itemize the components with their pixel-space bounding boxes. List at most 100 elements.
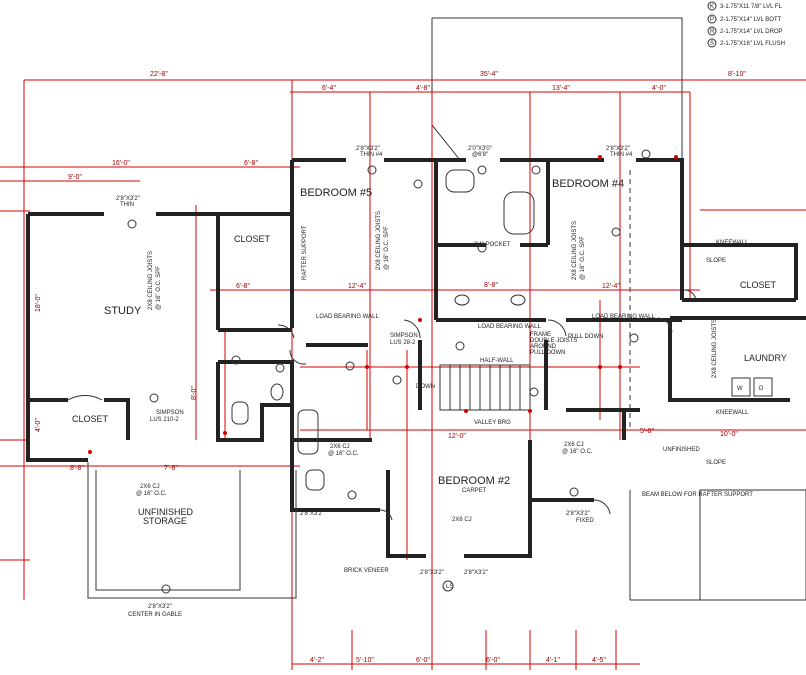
- kneewall-label-1: KNEEWALL: [716, 240, 749, 246]
- toilet-icon: [231, 401, 249, 425]
- sink-icon: [454, 294, 470, 306]
- washer-label: W: [737, 386, 743, 392]
- dim-8-10: 8'-10": [728, 71, 746, 78]
- tag-b: [127, 219, 137, 229]
- header-bath-sub: @6'8": [472, 152, 488, 158]
- room-study: STUDY: [104, 305, 142, 317]
- stair-down-label: DOWN: [416, 384, 435, 390]
- pocket-door-label: 2'4" POCKET: [474, 242, 511, 248]
- load-bearing-wall-left: LOAD BEARING WALL: [316, 314, 379, 320]
- interior-dimensions: 6'-8" 12'-4" 12'-4" 8'-8" 12'-0" 10'-0" …: [35, 282, 738, 472]
- ceiling-joist-label-3: 2X6 CJ: [140, 484, 160, 490]
- dim-left-8-8: 8'-8": [70, 465, 84, 472]
- dim-study-8-0: 8'-0": [191, 386, 198, 400]
- legend-key-k: K: [710, 4, 714, 10]
- legend-key-p: P: [710, 17, 714, 23]
- dim-bottom-2: 5'-10": [356, 657, 374, 664]
- bathtub-icon: [297, 409, 319, 455]
- room-bedroom-2: BEDROOM #2: [438, 475, 510, 487]
- sink-icon: [270, 383, 284, 401]
- ceiling-joist-label-1: 2X6 CJ: [330, 444, 350, 450]
- tag-b: [413, 179, 423, 189]
- tag-c: [392, 375, 402, 385]
- dim-closet-4-0: 4'-0": [35, 418, 42, 432]
- room-unfinished-right: UNFINISHED: [663, 447, 700, 453]
- legend-tag-p: [707, 14, 717, 24]
- window-label-bottom-1: 2'8"X3'2": [420, 570, 444, 576]
- slope-label-1: SLOPE: [706, 258, 726, 264]
- header-bedroom-5: 2'8"X3'2": [356, 146, 380, 152]
- dim-13-4: 13'-4": [552, 85, 570, 92]
- legend-text-k: 3-1.75"X11 7/8" LVL FL: [720, 4, 783, 10]
- tag-p: [455, 341, 465, 351]
- ceiling-joists-bed5: 2X8 CEILING JOISTS: [376, 211, 382, 270]
- room-unfinished-storage-line1: UNFINISHED: [138, 507, 194, 517]
- room-closet-upper: CLOSET: [234, 234, 271, 244]
- tag-markers: [127, 149, 651, 594]
- ceiling-joists-bed4-sub: @ 16" O.C. SPF: [580, 236, 586, 280]
- legend-key-s: S: [710, 41, 714, 47]
- header-study: 2'8"X3'2": [116, 196, 140, 202]
- legend-tag-r: [707, 26, 717, 36]
- toilet-icon: [305, 469, 325, 491]
- stair-treads: [439, 364, 531, 411]
- ls-tag: LS: [446, 584, 453, 590]
- load-bearing-wall-center: LOAD BEARING WALL: [478, 324, 541, 330]
- valley-bearing-label: VALLEY BRG: [474, 420, 511, 426]
- dim-22-8: 22'-8": [150, 71, 168, 78]
- dim-bottom-5: 4'-1": [546, 657, 560, 664]
- kneewall-label-2: KNEEWALL: [716, 410, 749, 416]
- rafter-support-label: RAFTER SUPPORT: [302, 225, 308, 280]
- dim-bed2-12-0: 12'-0": [448, 433, 466, 440]
- top-dimensions: 22'-8" 35'-4" 8'-10" 6'-4" 4'-8" 13'-4" …: [0, 71, 806, 182]
- ceiling-joists-study-sub: @ 16" O.C. SPF: [156, 266, 162, 310]
- header-bedroom-4: 2'8"X3'2": [606, 146, 630, 152]
- tag-a: [149, 393, 159, 403]
- ceiling-joist-label-3-sub: @ 16" O.C.: [136, 491, 167, 497]
- dim-6-4: 6'-4": [322, 85, 336, 92]
- frame-note-line4: PULL DOWN: [530, 350, 565, 356]
- tag-b: [345, 361, 355, 371]
- brick-veneer-label: BRICK VENEER: [344, 568, 389, 574]
- window-label-bath: 2'8"X3'2": [300, 511, 324, 517]
- header-study-sub: THIN: [120, 202, 134, 208]
- legend: K 3-1.75"X11 7/8" LVL FL P 2-1.75"X14" L…: [707, 1, 785, 48]
- header-bath: 2'0"X3'0": [468, 146, 492, 152]
- tag-b: [629, 333, 639, 343]
- frame-note: FRAME: [530, 332, 551, 338]
- simpson-hanger-2-sub: LUS 210-2: [150, 417, 179, 423]
- simpson-hanger-1-sub: LUS 28-2: [390, 340, 416, 346]
- window-label-gable: 2'8"X3'2": [148, 604, 172, 610]
- tag-b: [477, 243, 487, 253]
- dim-bottom-4: 6'-0": [486, 657, 500, 664]
- legend-key-r: R: [710, 29, 715, 35]
- tag-d: [161, 584, 171, 594]
- load-bearing-wall-right: LOAD BEARING WALL: [592, 314, 655, 320]
- legend-text-p: 2-1.75"X14" LVL BOTT: [720, 17, 782, 23]
- frame-note-line2: DOUBLE JOISTS: [530, 338, 577, 344]
- dim-left-7-8: 7'-8": [164, 465, 178, 472]
- toilet-icon: [445, 169, 475, 193]
- tag-d: [569, 487, 579, 497]
- simpson-hanger-2: SIMPSON: [156, 410, 184, 416]
- dim-9-0: 9'-0": [68, 174, 82, 181]
- window-label-fixed: 2'8"X3'2": [566, 511, 590, 517]
- legend-tag-s: [707, 38, 717, 48]
- washer-icon: [731, 377, 751, 397]
- ceiling-joist-label-4: 2X6 CJ: [452, 517, 472, 523]
- dim-bottom-6: 4'-5": [592, 657, 606, 664]
- slope-label-2: SLOPE: [706, 460, 726, 466]
- header-bedroom-4-sub: THIN #4: [610, 152, 633, 158]
- window-label-gable-sub: CENTER IN GABLE: [128, 612, 182, 618]
- horizontal-construction-lines: [0, 209, 806, 665]
- window-label-bottom-2: 2'8"X3'2": [464, 570, 488, 576]
- window-label-fixed-sub: FIXED: [576, 518, 594, 524]
- red-markers: [88, 155, 678, 454]
- ceiling-joist-label-2: 2X6 CJ: [564, 442, 584, 448]
- sink-icon: [510, 294, 526, 306]
- bottom-dimensions: 4'-2" 5'-10" 6'-0" 6'-0" 4'-1" 4'-5": [310, 657, 606, 664]
- room-laundry: LAUNDRY: [744, 353, 787, 363]
- frame-note-line3: AROUND: [530, 344, 557, 350]
- ceiling-joists-bed5-sub: @ 16" O.C. SPF: [384, 226, 390, 270]
- ceiling-joists-study: 2X8 CEILING JOISTS: [148, 251, 154, 310]
